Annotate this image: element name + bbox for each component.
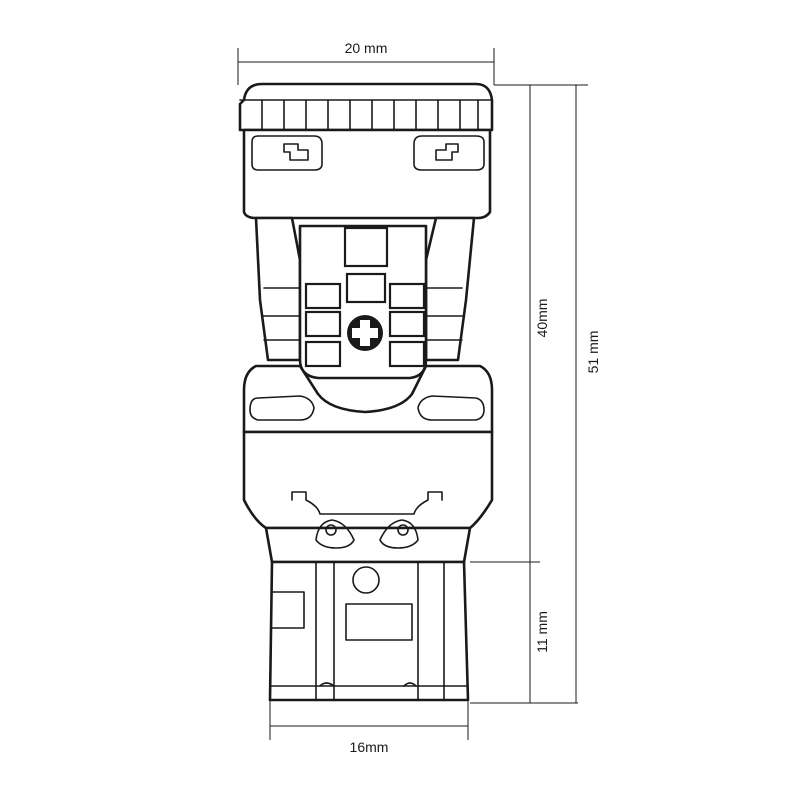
led-chip [304, 282, 342, 310]
led-chip [304, 340, 342, 368]
upper-housing [242, 128, 492, 220]
led-chip [345, 272, 387, 304]
left-contact-hole [315, 519, 355, 549]
wedge-base [268, 560, 470, 702]
middle-collar [242, 364, 494, 434]
base-tab [345, 603, 413, 641]
base-indicator-circle [352, 566, 380, 594]
dimension-base-height-label: 11 mm [534, 611, 550, 653]
dimension-total-height-label: 51 mm [585, 331, 601, 374]
led-chip [343, 226, 389, 268]
phillips-screw-icon [347, 315, 383, 351]
dimension-body-height-label: 40mm [534, 299, 550, 338]
dimension-bottom-width-label: 16mm [350, 739, 389, 755]
right-clip [413, 135, 485, 171]
top-cap [238, 82, 494, 132]
led-chip [388, 340, 426, 368]
waist-right [424, 216, 476, 362]
right-contact-hole [379, 519, 419, 549]
top-cap-knurling [261, 99, 479, 131]
led-chip [388, 282, 426, 310]
led-chip [388, 310, 426, 338]
led-chips [304, 226, 426, 368]
dimension-top-width: 20 mm [237, 40, 495, 85]
right-window [417, 395, 485, 421]
waist-left [254, 216, 302, 362]
dimension-base-height: 11 mm [470, 562, 578, 704]
dimension-body-height: 40mm [470, 84, 550, 563]
dimension-top-width-label: 20 mm [345, 40, 388, 56]
dimension-bottom-width: 16mm [269, 700, 469, 755]
left-window [249, 395, 315, 421]
dimension-total-height: 51 mm [540, 84, 601, 703]
left-clip [251, 135, 323, 171]
bulb-outline [238, 82, 494, 702]
led-chip [304, 310, 342, 338]
contact-shoulder [264, 526, 472, 564]
